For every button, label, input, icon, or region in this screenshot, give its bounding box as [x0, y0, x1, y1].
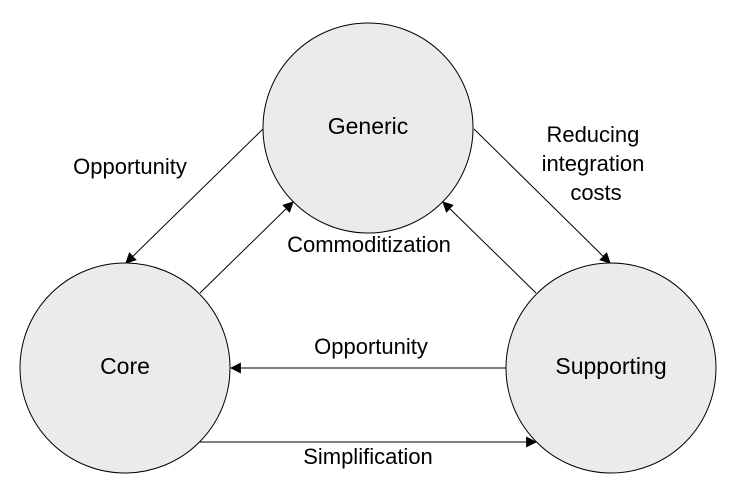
core-label: Core — [100, 353, 150, 379]
generic-circle — [262, 22, 474, 234]
edge-label-supporting-to-core: Opportunity — [314, 334, 428, 359]
node-supporting[interactable]: Supporting — [505, 262, 717, 474]
node-core[interactable]: Core — [19, 262, 231, 474]
edge-label-line-3: costs — [570, 180, 621, 205]
edge-generic-to-core — [125, 128, 264, 264]
supporting-label: Supporting — [555, 353, 666, 379]
node-generic[interactable]: Generic — [262, 22, 474, 234]
edge-label-line-1: Reducing — [546, 122, 639, 147]
edge-label-core-to-generic: Commoditization — [287, 232, 451, 257]
edge-label-core-to-supporting: Simplification — [303, 444, 433, 469]
edge-label-generic-to-core: Opportunity — [73, 154, 187, 179]
edge-label-line-2: integration — [542, 151, 645, 176]
edge-label-generic-to-supporting: Reducing integration costs — [542, 122, 651, 205]
edge-core-to-generic — [199, 201, 294, 294]
edge-generic-to-supporting — [473, 128, 611, 264]
edge-supporting-to-generic — [442, 201, 537, 294]
generic-label: Generic — [328, 113, 409, 139]
